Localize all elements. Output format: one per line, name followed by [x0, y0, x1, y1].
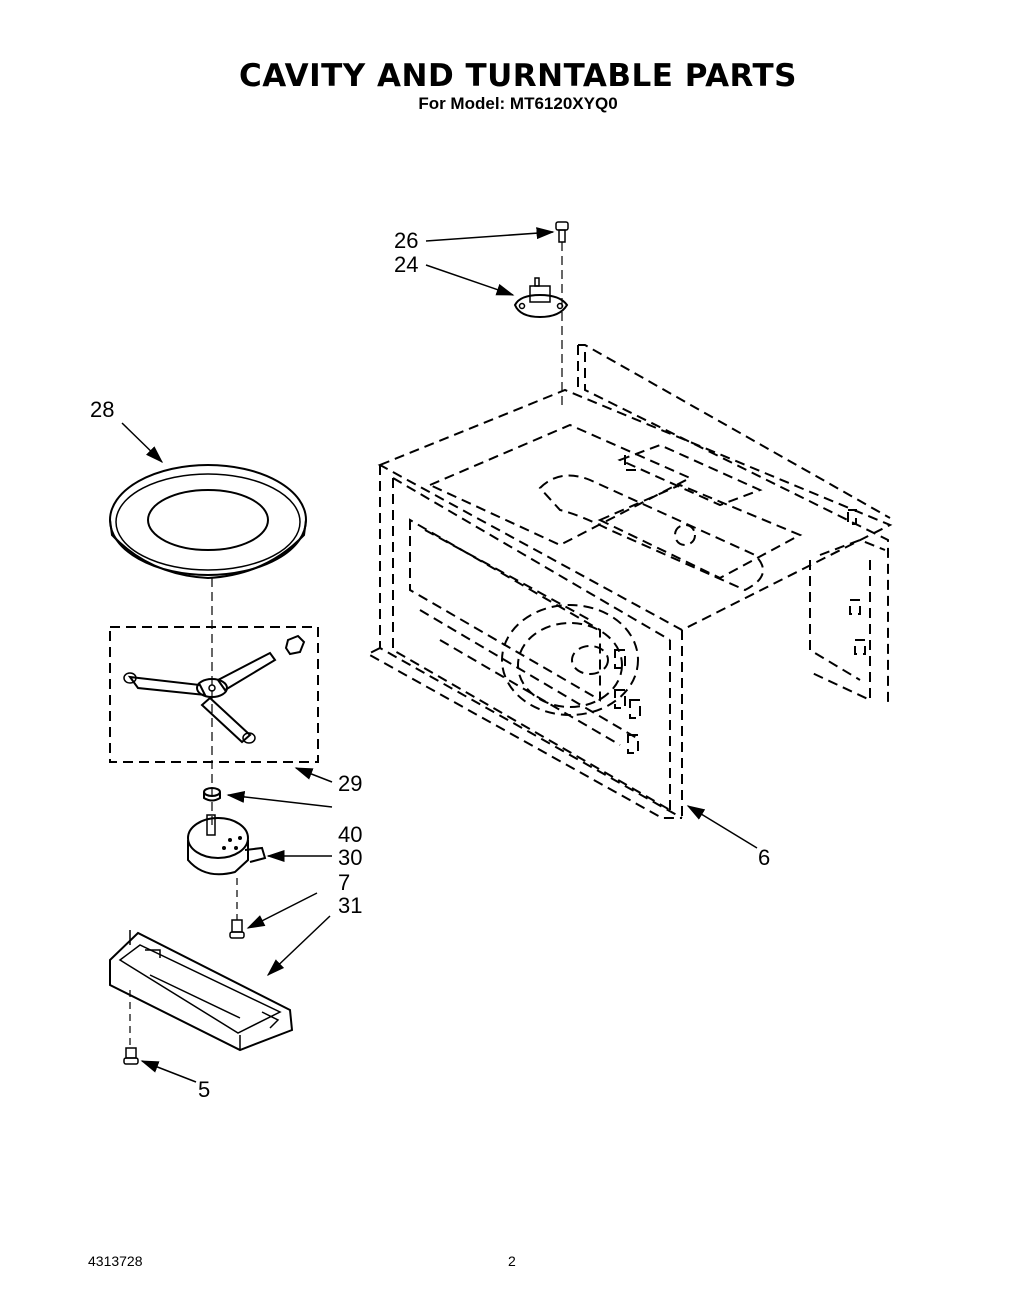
motor-cover-part-31	[109, 930, 294, 1052]
turntable-tray-part-28	[109, 464, 307, 580]
callout-28: 28	[90, 397, 114, 422]
coupler-part-40	[203, 787, 221, 802]
cavity-part-6	[365, 344, 893, 819]
leader-29	[294, 767, 333, 783]
leader-6	[686, 805, 758, 849]
document-number: 4313728	[88, 1253, 143, 1269]
roller-support-group-box	[109, 626, 319, 763]
screw-part-26	[555, 221, 569, 243]
roller-support-part-29	[123, 634, 306, 744]
leader-26	[425, 227, 555, 242]
page-number: 2	[508, 1253, 516, 1269]
leader-24	[425, 264, 515, 296]
callout-5: 5	[198, 1077, 210, 1102]
leader-7	[246, 892, 318, 929]
screw-part-5	[123, 1047, 139, 1065]
callout-31: 31	[338, 893, 362, 918]
callout-7: 7	[338, 870, 350, 895]
leader-5	[140, 1060, 197, 1083]
callout-26: 26	[394, 228, 418, 253]
callout-30: 30	[338, 845, 362, 870]
callout-24: 24	[394, 252, 418, 277]
thermostat-part-24	[513, 277, 569, 319]
leader-31	[266, 915, 331, 977]
leader-40	[226, 790, 333, 808]
callout-29: 29	[338, 771, 362, 796]
page-title: CAVITY AND TURNTABLE PARTS	[238, 58, 798, 94]
leader-28	[121, 422, 164, 464]
model-subtitle: For Model: MT6120XYQ0	[418, 94, 618, 113]
screw-part-7	[229, 919, 245, 939]
callout-6: 6	[758, 845, 770, 870]
motor-part-30	[187, 814, 267, 876]
callout-40: 40	[338, 822, 362, 847]
